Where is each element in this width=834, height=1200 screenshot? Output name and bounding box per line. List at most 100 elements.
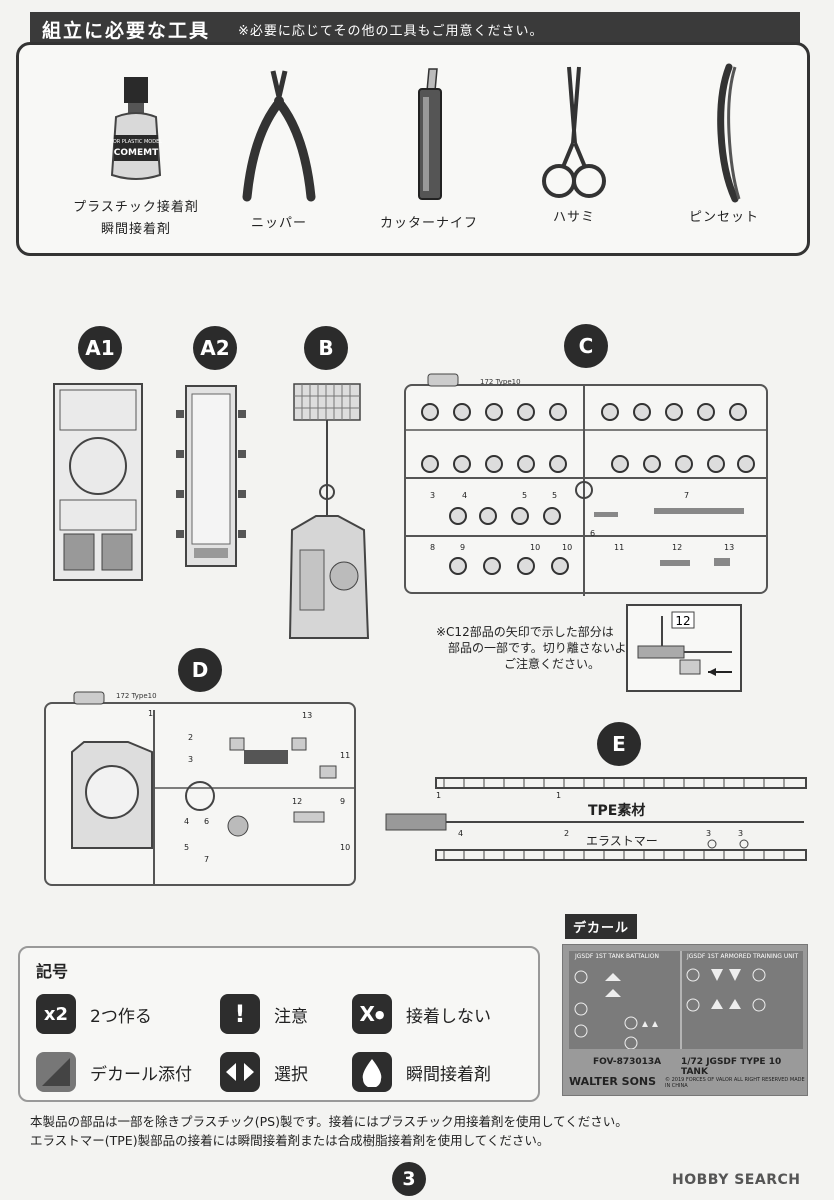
- make-two-icon: x2: [36, 994, 76, 1034]
- legend-decal-text: デカール添付: [90, 1064, 192, 1085]
- tool-label-tweezers: ピンセット: [688, 210, 759, 225]
- decal-header-left: JGSDF 1ST TANK BATTALION: [575, 953, 659, 960]
- svg-text:10: 10: [562, 543, 572, 552]
- svg-text:13: 13: [302, 711, 312, 720]
- legend-box: 記号 x2 2つ作る ! 注意 X● 接着しない デカール添付 選択 瞬間接着剤: [18, 946, 540, 1102]
- tweezers-icon: [717, 63, 741, 203]
- svg-text:2: 2: [188, 733, 193, 742]
- svg-text:11: 11: [614, 543, 624, 552]
- sprue-badge-b: B: [304, 326, 348, 370]
- svg-text:1: 1: [436, 791, 441, 800]
- sprue-e-drawing: 1 1 4 2 3 3: [385, 777, 807, 861]
- svg-text:5: 5: [522, 491, 527, 500]
- legend-make-two: x2 2つ作る: [36, 994, 152, 1034]
- svg-text:172 Type10: 172 Type10: [480, 378, 521, 386]
- tool-cutter: カッターナイフ: [369, 67, 489, 235]
- svg-text:9: 9: [460, 543, 465, 552]
- decal-header-right: JGSDF 1ST ARMORED TRAINING UNIT: [687, 953, 799, 960]
- svg-text:4: 4: [462, 491, 467, 500]
- svg-text:12: 12: [672, 543, 682, 552]
- scissors-icon: [542, 66, 606, 198]
- caution-line3: ご注意ください。: [504, 657, 601, 671]
- sprue-d-drawing: 172 Type10 1 2 3 13 11 12 9 4 6 5 7 10: [71, 691, 356, 884]
- sprue-a2-drawing: [176, 385, 246, 567]
- svg-text:3: 3: [188, 755, 193, 764]
- svg-text:12: 12: [292, 797, 302, 806]
- svg-text:FOR PLASTIC MODEL: FOR PLASTIC MODEL: [110, 139, 162, 145]
- sprue-a1-drawing: [53, 383, 143, 581]
- tool-nipper: ニッパー: [224, 67, 334, 235]
- no-glue-icon: X●: [352, 994, 392, 1034]
- sprue-badge-c: C: [564, 324, 608, 368]
- svg-text:4: 4: [458, 829, 463, 838]
- footnote-line1: 本製品の部品は一部を除きプラスチック(PS)製です。接着にはプラスチック用接着剤…: [30, 1114, 628, 1129]
- svg-text:1: 1: [148, 709, 153, 718]
- svg-text:6: 6: [590, 529, 595, 538]
- svg-text:10: 10: [530, 543, 540, 552]
- legend-make-two-text: 2つ作る: [90, 1006, 152, 1027]
- decal-sheet: JGSDF 1ST TANK BATTALION JGSDF 1ST ARMOR…: [562, 944, 808, 1096]
- svg-text:6: 6: [204, 817, 209, 826]
- svg-text:3: 3: [706, 829, 711, 838]
- legend-title: 記号: [36, 962, 69, 981]
- svg-text:4: 4: [184, 817, 189, 826]
- sprue-badge-a1: A1: [78, 326, 122, 370]
- decal-markings: [574, 951, 766, 1050]
- svg-text:10: 10: [340, 843, 350, 852]
- legend-no-glue-text: 接着しない: [406, 1006, 491, 1027]
- tools-title: 組立に必要な工具: [42, 19, 211, 42]
- svg-text:12: 12: [675, 614, 690, 628]
- legend-no-glue: X● 接着しない: [352, 994, 491, 1034]
- svg-text:8: 8: [430, 543, 435, 552]
- tool-label-nipper: ニッパー: [250, 216, 307, 231]
- svg-text:5: 5: [184, 843, 189, 852]
- caution-line1: ※C12部品の矢印で示した部分は: [436, 625, 614, 639]
- svg-text:3: 3: [738, 829, 743, 838]
- legend-super-glue: 瞬間接着剤: [352, 1052, 491, 1092]
- tool-label-cutter: カッターナイフ: [379, 216, 478, 231]
- choice-icon: [220, 1052, 260, 1092]
- svg-text:172 Type10: 172 Type10: [116, 692, 157, 700]
- decal-small: © 2019 FORCES OF VALOR ALL RIGHT RESERVE…: [665, 1077, 805, 1089]
- svg-text:3: 3: [430, 491, 435, 500]
- caution-icon: !: [220, 994, 260, 1034]
- legend-decal: デカール添付: [36, 1052, 192, 1092]
- sprue-e-elastomer-label: エラストマー: [586, 834, 658, 848]
- page-number: 3: [392, 1162, 426, 1196]
- legend-caution-text: 注意: [274, 1006, 308, 1027]
- tool-label-glue: プラスチック接着剤: [73, 200, 199, 215]
- caution-c12: ※C12部品の矢印で示した部分は 部品の一部です。切り離さないように ご注意くだ…: [436, 624, 651, 672]
- tool-glue: FOR PLASTIC MODEL COMEMT プラスチック接着剤 瞬間接着剤: [41, 75, 231, 241]
- tools-box: FOR PLASTIC MODEL COMEMT プラスチック接着剤 瞬間接着剤…: [16, 42, 810, 256]
- svg-text:7: 7: [684, 491, 689, 500]
- sprue-badge-e: E: [597, 722, 641, 766]
- footnotes: 本製品の部品は一部を除きプラスチック(PS)製です。接着にはプラスチック用接着剤…: [30, 1112, 628, 1150]
- glue-bottle-icon: FOR PLASTIC MODEL COMEMT: [110, 77, 162, 180]
- legend-super-glue-text: 瞬間接着剤: [406, 1064, 491, 1085]
- sprue-e-tpe-label: TPE素材: [588, 803, 646, 819]
- svg-text:2: 2: [564, 829, 569, 838]
- c12-callout-drawing: 12: [637, 611, 732, 676]
- tool-scissors: ハサミ: [529, 63, 619, 229]
- tool-tweezers: ピンセット: [679, 63, 769, 229]
- legend-choice: 選択: [220, 1052, 308, 1092]
- svg-text:1: 1: [556, 791, 561, 800]
- watermark: HOBBY SEARCH: [672, 1172, 801, 1188]
- tool-label-glue2: 瞬間接着剤: [100, 222, 171, 237]
- decal-icon: [36, 1052, 76, 1092]
- legend-choice-text: 選択: [274, 1064, 308, 1085]
- super-glue-icon: [352, 1052, 392, 1092]
- sprue-badge-a2: A2: [193, 326, 237, 370]
- svg-text:COMEMT: COMEMT: [114, 148, 159, 158]
- svg-text:7: 7: [204, 855, 209, 864]
- svg-text:5: 5: [552, 491, 557, 500]
- nipper-icon: [242, 70, 316, 202]
- cutter-knife-icon: [418, 68, 442, 200]
- decal-code: FOV-873013A: [593, 1057, 662, 1067]
- c12-callout: 12: [626, 604, 742, 692]
- svg-text:11: 11: [340, 751, 350, 760]
- svg-text:9: 9: [340, 797, 345, 806]
- tool-label-scissors: ハサミ: [552, 210, 595, 225]
- decal-inner: JGSDF 1ST TANK BATTALION JGSDF 1ST ARMOR…: [569, 951, 803, 1050]
- caution-line2: 部品の一部です。切り離さないように: [448, 641, 651, 655]
